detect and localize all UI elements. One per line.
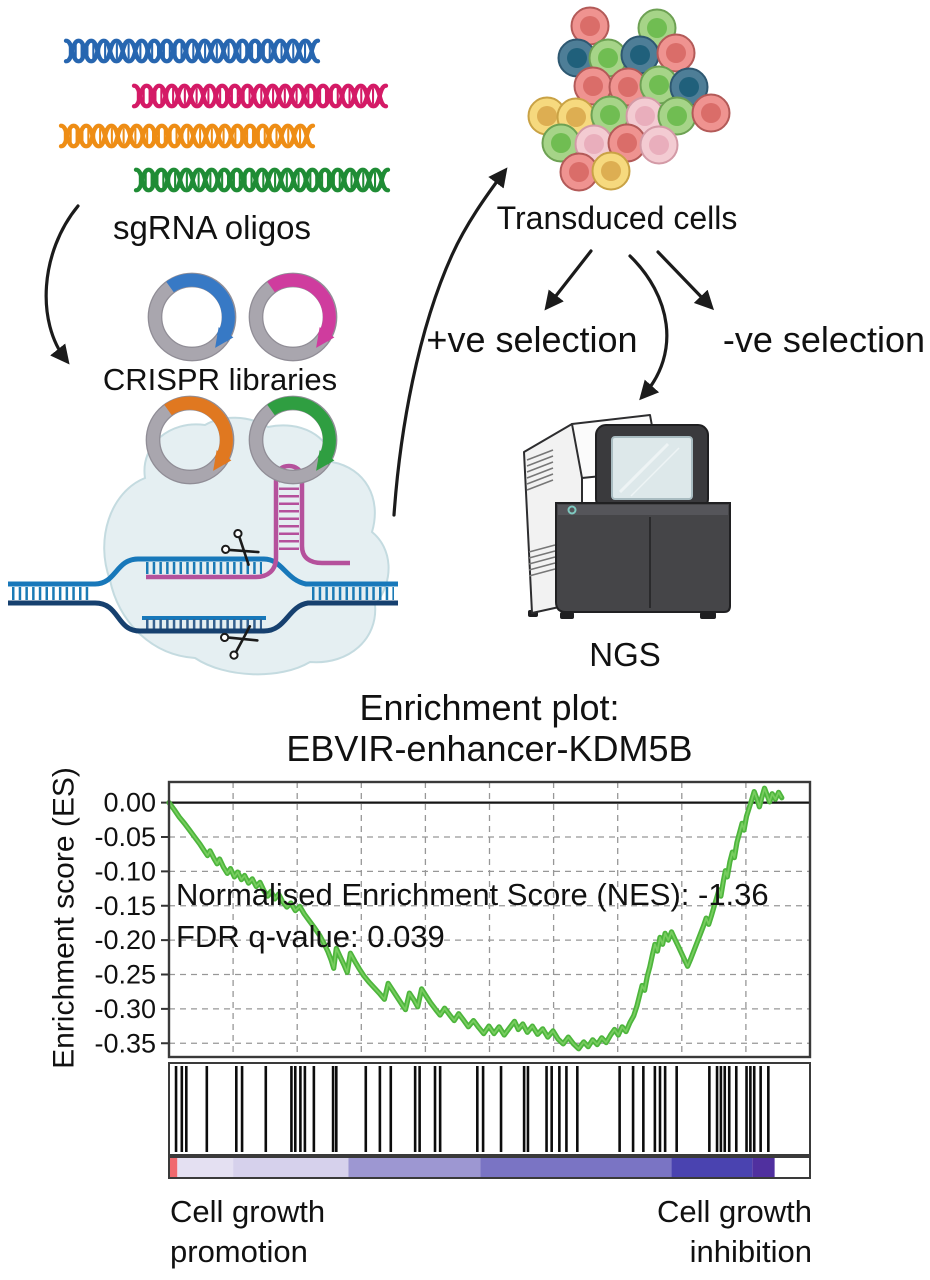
- plasmid-icon: [145, 395, 235, 485]
- hit-barcode-border: [168, 1062, 811, 1156]
- rank-gradient-segment: [169, 1157, 178, 1178]
- ngs-sequencer-icon: [523, 414, 731, 619]
- sgrna-oligos-label: sgRNA oligos: [112, 209, 312, 246]
- y-tick-label: -0.30: [94, 994, 156, 1024]
- plasmid-icon: [248, 395, 338, 485]
- rank-gradient-segment: [752, 1157, 775, 1178]
- rank-gradient-segment: [774, 1157, 810, 1178]
- rank-gradient-border: [168, 1156, 811, 1179]
- arrow-to-negative-selection: [656, 250, 714, 311]
- y-tick-label: -0.35: [94, 1028, 156, 1058]
- curved-arrow-to-ngs: [628, 254, 669, 401]
- y-tick-label: -0.15: [94, 891, 156, 921]
- plot-border: [167, 780, 812, 1059]
- rank-gradient-segment: [233, 1157, 349, 1178]
- rank-gradient-segment: [671, 1157, 753, 1178]
- chart-title-line2: EBVIR-enhancer-KDM5B: [286, 728, 693, 769]
- transduced-cells-label: Transduced cells: [496, 200, 738, 236]
- plasmid-icon: [147, 272, 237, 362]
- xaxis-right-label-line2: inhibition: [689, 1234, 812, 1270]
- ngs-label: NGS: [589, 636, 661, 673]
- y-tick-label: 0.00: [103, 788, 156, 818]
- crispr-libraries-label: CRISPR libraries: [102, 362, 338, 397]
- y-tick-label: -0.25: [94, 960, 156, 990]
- y-tick-label: -0.10: [94, 856, 156, 886]
- cells-cluster-icon: [527, 6, 731, 192]
- xaxis-left-label-line1: Cell growth: [170, 1194, 326, 1229]
- nes-annotation: Normalised Enrichment Score (NES): -1.36: [176, 877, 769, 912]
- curved-arrow-oligos-to-libraries: [44, 204, 80, 365]
- target-dna-group: [8, 556, 398, 634]
- enrichment-score-curve-highlight: [168, 787, 783, 1050]
- arrow-to-positive-selection: [544, 249, 593, 311]
- crispr-libraries-group: [145, 272, 338, 485]
- y-axis-label: Enrichment score (ES): [47, 767, 81, 1069]
- y-tick-label: -0.20: [94, 925, 156, 955]
- plasmid-icon: [248, 272, 338, 362]
- fdr-annotation: FDR q-value: 0.039: [176, 919, 445, 954]
- rank-gradient-segment: [348, 1157, 481, 1178]
- positive-selection-label: +ve selection: [426, 319, 638, 360]
- curved-arrow-libraries-to-cells: [392, 167, 508, 517]
- y-tick-label: -0.05: [94, 822, 156, 852]
- rank-gradient-segment: [177, 1157, 234, 1178]
- chart-title-line1: Enrichment plot:: [359, 687, 620, 728]
- rank-gradient-segment: [480, 1157, 672, 1178]
- xaxis-left-label-line2: promotion: [170, 1234, 308, 1270]
- negative-selection-label: -ve selection: [722, 319, 925, 360]
- xaxis-right-label-line1: Cell growth: [656, 1194, 812, 1229]
